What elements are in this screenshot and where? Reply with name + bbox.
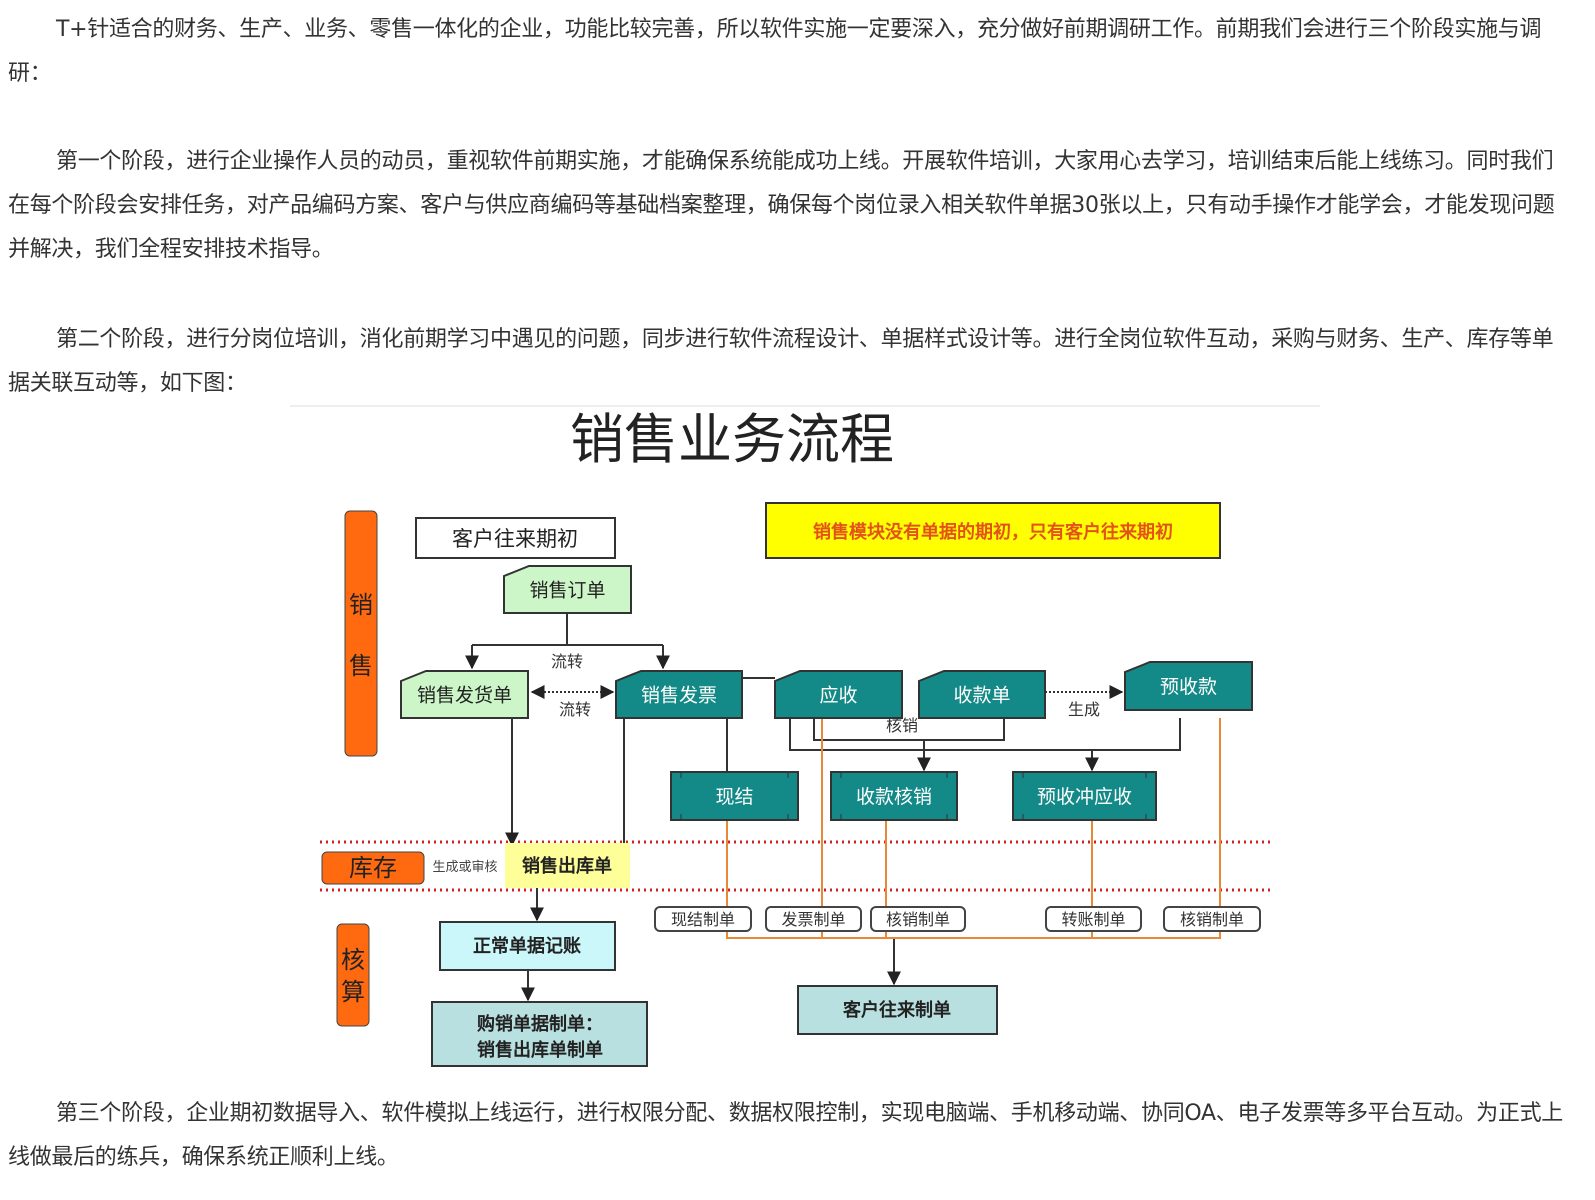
voucher-box: 核销制单 <box>1163 906 1261 932</box>
sales-flow-diagram: 销售业务流程 销售模块没有单据的期初，只有客户往来期初 销 售 库存 核 算 流… <box>290 405 1320 1067</box>
paragraph-stage-1: 第一个阶段，进行企业操作人员的动员，重视软件前期实施，才能确保系统能成功上线。开… <box>8 149 1555 262</box>
lane-acct-label-1: 核 <box>341 946 365 974</box>
node-label: 销售发票 <box>641 685 717 707</box>
lane-sales-label-2: 售 <box>349 652 373 680</box>
node-label: 收款核销 <box>856 786 932 808</box>
node-customer-voucher <box>797 985 998 1035</box>
node-label: 销售订单 <box>529 580 605 602</box>
edge-label-gen-or-audit: 生成或审核 <box>432 860 497 875</box>
edge-label-flow-2: 流转 <box>559 700 591 719</box>
paragraph-stage-3: 第三个阶段，企业期初数据导入、软件模拟上线运行，进行权限分配、数据权限控制，实现… <box>8 1101 1563 1170</box>
voucher-label: 现结制单 <box>671 910 735 929</box>
voucher-box: 转账制单 <box>1045 906 1142 932</box>
node-receivable: 应收 <box>774 670 903 719</box>
node-outbound <box>505 843 630 888</box>
node-invoice: 销售发票 <box>615 670 743 719</box>
note-box <box>765 502 1221 559</box>
node-label: 现结 <box>715 786 753 808</box>
node-label: 收款单 <box>953 685 1010 707</box>
voucher-label: 核销制单 <box>1180 910 1244 929</box>
node-prepay-offset: 预收冲应收 <box>1012 771 1157 821</box>
voucher-box: 现结制单 <box>654 906 752 932</box>
edge-label-flow-1: 流转 <box>551 652 583 671</box>
node-customer-opening-label: 客户往来期初 <box>452 527 578 551</box>
lane-accounting <box>336 923 370 1027</box>
lane-sales-label-1: 销 <box>349 591 373 619</box>
node-normal-posting-label: 正常单据记账 <box>473 935 581 957</box>
lane-acct-label-2: 算 <box>341 978 365 1006</box>
node-voucher-label-2: 销售出库单制单 <box>477 1039 603 1061</box>
edge-label-writeoff: 核销 <box>886 716 918 735</box>
node-customer-voucher-label: 客户往来制单 <box>843 999 951 1021</box>
node-delivery: 销售发货单 <box>400 670 529 719</box>
lane-stock <box>321 851 425 885</box>
node-receipt: 收款单 <box>918 670 1046 719</box>
lane-stock-label: 库存 <box>349 854 397 882</box>
voucher-box: 核销制单 <box>870 906 966 932</box>
edge-label-generate: 生成 <box>1068 700 1100 719</box>
node-receipt-writeoff: 收款核销 <box>830 771 958 821</box>
node-label: 预收冲应收 <box>1037 786 1132 808</box>
note-text: 销售模块没有单据的期初，只有客户往来期初 <box>813 521 1173 543</box>
paragraph-intro: T+针适合的财务、生产、业务、零售一体化的企业，功能比较完善，所以软件实施一定要… <box>8 17 1542 86</box>
node-voucher <box>431 1001 648 1067</box>
lane-sales <box>344 510 378 757</box>
node-customer-opening <box>415 517 616 559</box>
voucher-label: 转账制单 <box>1061 910 1125 929</box>
node-cash-settle: 现结 <box>670 771 799 821</box>
node-label: 预收款 <box>1160 676 1217 698</box>
node-label: 销售发货单 <box>417 685 512 707</box>
node-sales-order: 销售订单 <box>503 565 632 614</box>
node-label: 应收 <box>819 685 857 707</box>
node-prepayment: 预收款 <box>1124 661 1253 711</box>
voucher-label: 核销制单 <box>886 910 950 929</box>
paragraph-stage-2: 第二个阶段，进行分岗位培训，消化前期学习中遇见的问题，同步进行软件流程设计、单据… <box>8 327 1554 396</box>
voucher-box: 发票制单 <box>765 906 862 932</box>
voucher-label: 发票制单 <box>781 910 845 929</box>
node-normal-posting <box>439 921 616 971</box>
node-outbound-label: 销售出库单 <box>522 855 612 877</box>
diagram-title: 销售业务流程 <box>570 408 894 471</box>
node-voucher-label-1: 购销单据制单： <box>477 1013 603 1035</box>
